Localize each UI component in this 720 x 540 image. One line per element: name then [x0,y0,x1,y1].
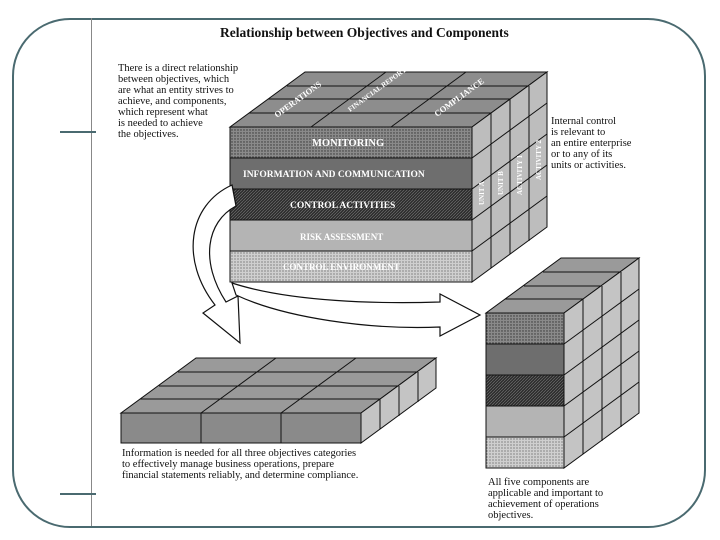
component-row-control-activities [229,188,473,221]
column-cell-info-comm [485,343,565,376]
arrows [192,184,482,345]
note-bottom-left: Information is needed for all three obje… [122,448,359,481]
slide-rule-tick-top [60,131,96,133]
component-label-risk-assessment: RISK ASSESSMENT [300,232,383,242]
slide-rule-tick-bottom [60,493,96,495]
cube-right-divider [471,102,548,159]
component-row-control-environment [229,250,473,283]
slide-vertical-rule [91,18,92,526]
cube-right-divider [471,133,548,190]
note-bottom-right: All five components are applicable and i… [488,477,604,521]
component-label-control-environment: CONTROL ENVIRONMENT [283,262,400,272]
cube-right-divider [471,164,548,221]
arrow-to-components-column [231,282,482,337]
main-cube: MONITORING INFORMATION AND COMMUNICATION… [228,58,549,283]
column-divider [563,381,640,438]
unit-label-activity-2: ACTIVITY 2 [535,140,543,180]
objectives-slab [119,357,438,444]
note-right: Internal control is relevant to an entir… [551,116,632,171]
column-divider [563,350,640,407]
column-divider [563,319,640,376]
cube-right-divider [471,195,548,252]
component-label-info-comm: INFORMATION AND COMMUNICATION [243,170,425,180]
unit-label-unit-b: UNIT B [497,171,505,195]
column-cell-monitoring [485,312,565,345]
page-title: Relationship between Objectives and Comp… [220,25,509,40]
component-row-monitoring [229,126,473,159]
note-top-left: There is a direct relationship between o… [118,63,239,140]
slab-cell-financial-reporting [200,412,282,444]
component-label-monitoring: MONITORING [312,138,384,149]
column-divider [563,288,640,345]
column-cell-risk-assessment [485,405,565,438]
component-row-risk-assessment [229,219,473,252]
component-row-info-comm [229,157,473,190]
unit-label-activity-1: ACTIVITY 1 [516,155,524,195]
arrow-to-objectives-slab [192,184,241,345]
unit-label-unit-a: UNIT A [478,181,486,205]
slide-frame [12,18,706,528]
column-cell-control-environment [485,436,565,469]
slab-cell-compliance [280,412,362,444]
component-label-control-activities: CONTROL ACTIVITIES [290,201,395,211]
components-column [484,257,641,469]
column-cell-control-activities [485,374,565,407]
slab-cell-operations [120,412,202,444]
